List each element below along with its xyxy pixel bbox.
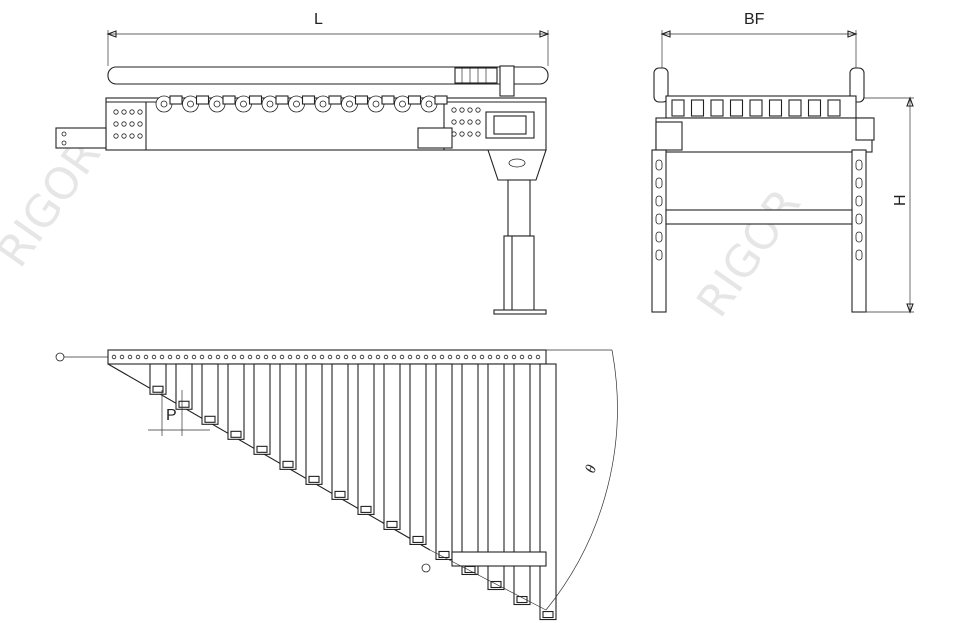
- height-label: H: [892, 194, 909, 206]
- front-roller: [768, 99, 783, 117]
- plan-roller: [331, 363, 349, 500]
- front-roller: [710, 99, 724, 117]
- pitch-label: P: [166, 407, 177, 424]
- plan-roller: [201, 363, 219, 425]
- side-view: L: [55, 11, 550, 315]
- length-label: L: [314, 11, 323, 28]
- plan-roller: [227, 363, 245, 440]
- front-roller: [827, 99, 841, 117]
- side-rollers: [155, 95, 448, 113]
- front-roller: [729, 99, 744, 117]
- plan-roller: [461, 363, 479, 576]
- plan-view: θ P: [55, 349, 618, 621]
- angle-label: θ: [583, 462, 601, 475]
- plan-roller: [305, 363, 323, 485]
- front-roller: [807, 99, 822, 117]
- front-roller: [788, 99, 802, 117]
- plan-roller: [279, 363, 297, 470]
- plan-roller: [487, 363, 505, 591]
- plan-roller: [409, 363, 427, 545]
- plan-roller: [539, 363, 557, 621]
- plan-roller: [383, 363, 401, 530]
- plan-roller: [357, 363, 375, 515]
- front-roller: [671, 99, 685, 117]
- front-roller: [690, 99, 705, 117]
- plan-roller: [175, 363, 193, 410]
- width-label: BF: [744, 11, 765, 28]
- front-view: BF H: [651, 11, 914, 314]
- svg-text:RIGOR: RIGOR: [0, 130, 111, 276]
- plan-roller: [513, 363, 531, 606]
- front-roller: [749, 99, 763, 117]
- watermark: RIGOR RIGOR: [0, 130, 811, 326]
- svg-text:RIGOR: RIGOR: [687, 180, 811, 326]
- plan-roller: [435, 363, 453, 561]
- plan-roller: [253, 363, 271, 455]
